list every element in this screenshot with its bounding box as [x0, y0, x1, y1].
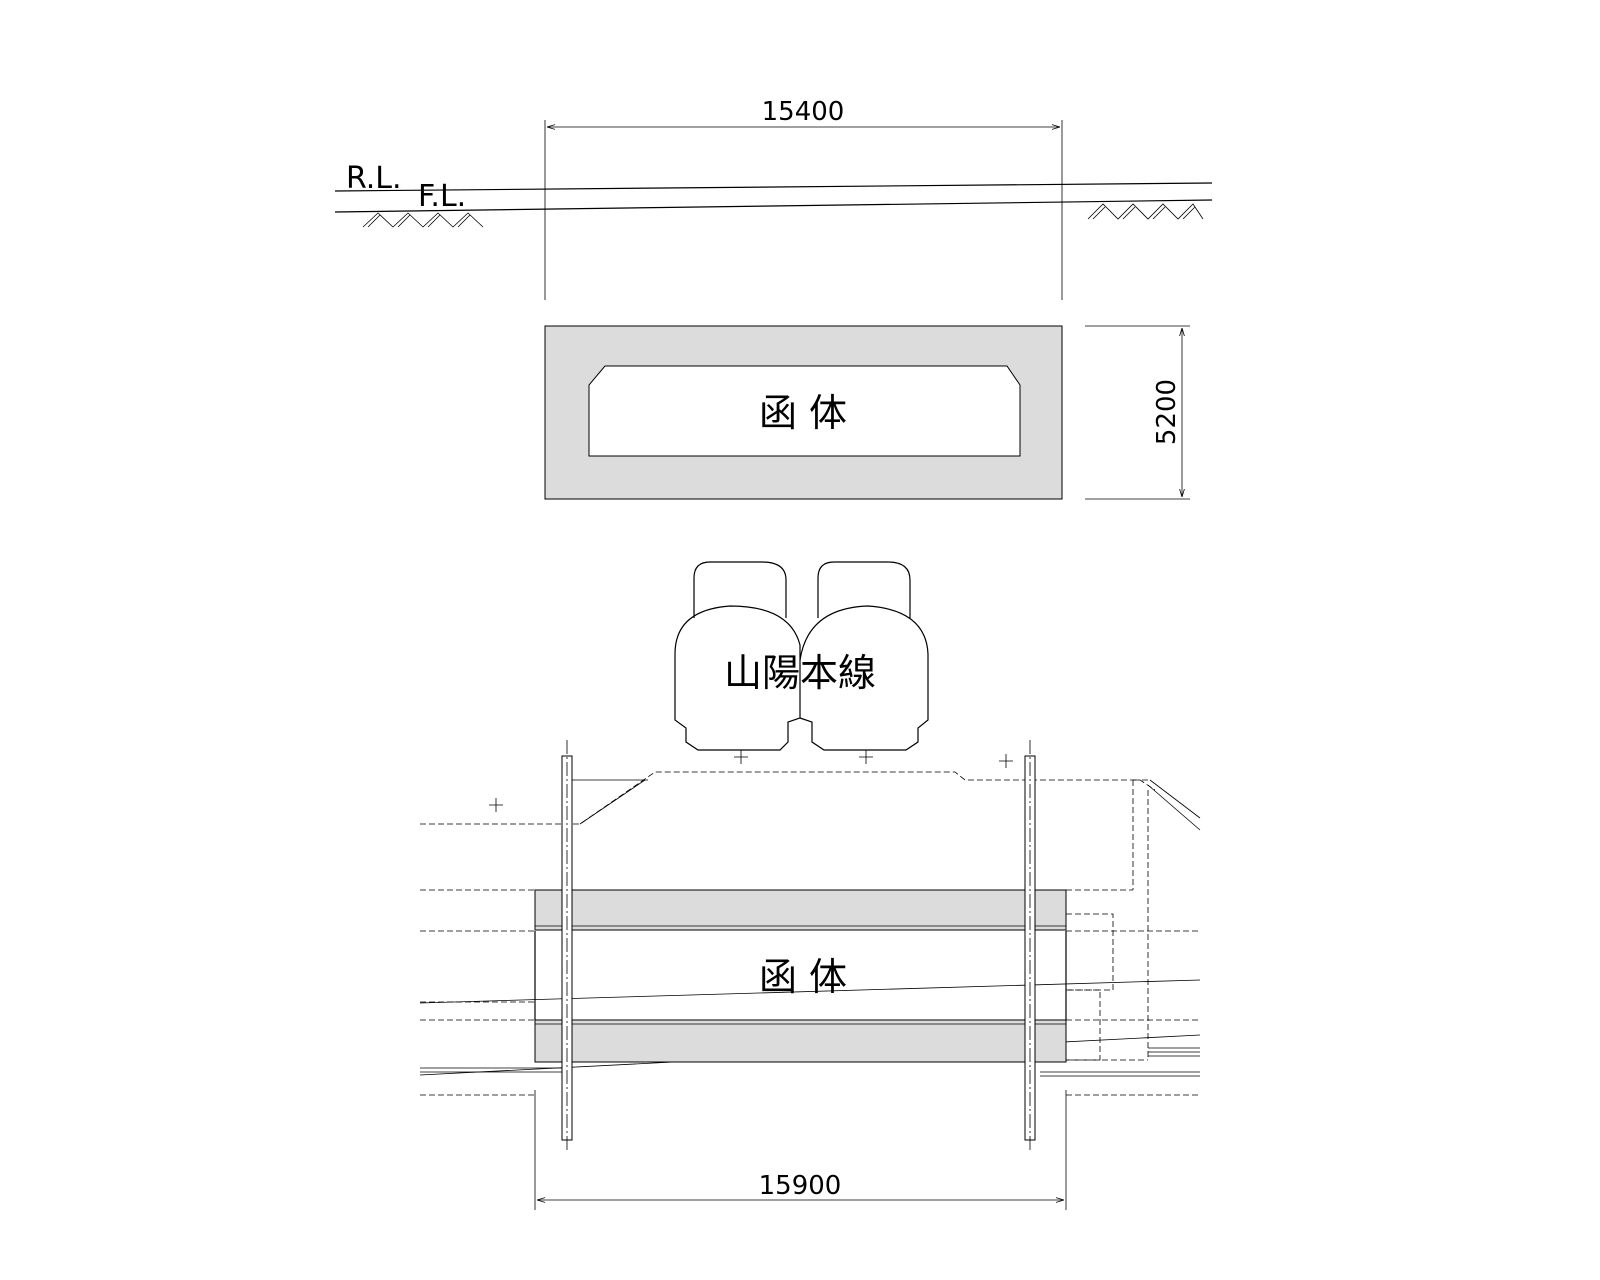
- context-lines: [419, 779, 1201, 1096]
- survey-mark: [999, 754, 1013, 768]
- railway-label: 山陽本線: [724, 651, 876, 695]
- section-view: 15400 R.L. F.L. 函 体 5200: [334, 97, 1213, 500]
- ground-hatch-right: [1087, 203, 1204, 220]
- train-right: [799, 561, 929, 751]
- height-dimension: 5200: [1085, 325, 1190, 500]
- formation-level-label: F.L.: [418, 179, 466, 214]
- train-left: [674, 561, 801, 751]
- box-culvert-section-label: 函 体: [759, 391, 847, 435]
- bottom-slab: [534, 1019, 1067, 1063]
- box-culvert-plan: 函 体: [534, 889, 1067, 1063]
- box-culvert-plan-label: 函 体: [759, 955, 847, 999]
- survey-mark: [859, 750, 873, 764]
- plan-view: 山陽本線: [419, 561, 1201, 1210]
- bottom-width-dimension-text: 15900: [759, 1171, 842, 1201]
- top-width-dimension: 15400: [544, 97, 1063, 300]
- ground-hatch-left: [362, 212, 484, 228]
- bottom-width-dimension: 15900: [534, 1090, 1067, 1210]
- sheet-pile-right: [1024, 740, 1036, 1150]
- survey-mark: [489, 798, 503, 812]
- top-width-dimension-text: 15400: [762, 97, 845, 127]
- ground-lines: R.L. F.L.: [334, 161, 1213, 228]
- height-dimension-text: 5200: [1152, 379, 1182, 445]
- box-culvert-section: 函 体: [544, 325, 1063, 500]
- road-level-label: R.L.: [346, 161, 402, 196]
- survey-mark: [734, 750, 748, 764]
- embankment-outline: [420, 771, 1156, 825]
- top-slab: [534, 889, 1067, 931]
- sheet-pile-left: [561, 740, 573, 1150]
